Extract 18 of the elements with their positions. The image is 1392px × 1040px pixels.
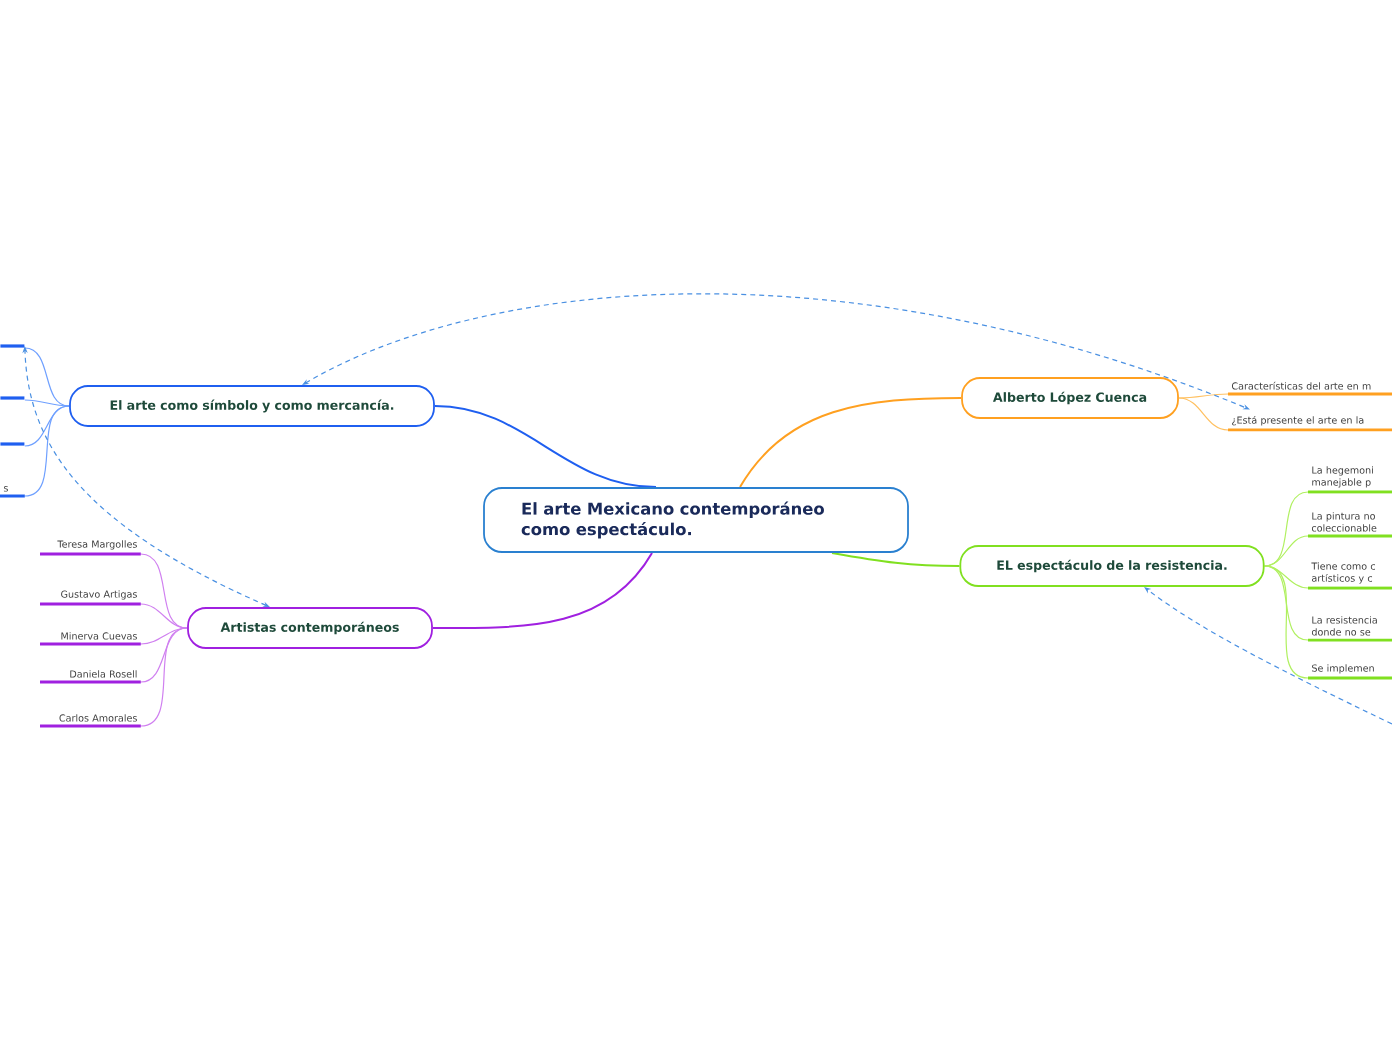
branch-line <box>24 405 70 447</box>
branch-line <box>831 551 961 567</box>
central-topic-box: El arte Mexicano contemporáneo como espectáculo. <box>483 487 909 553</box>
branch-line <box>1178 393 1229 399</box>
branch-line <box>140 627 188 727</box>
branch-line <box>1264 565 1309 679</box>
branch-line <box>1264 535 1309 567</box>
branch-line <box>24 347 70 407</box>
relationship-arrow <box>302 293 1250 410</box>
branch-line <box>431 551 653 629</box>
branch-line <box>433 405 657 489</box>
branch-line <box>24 405 70 497</box>
branch-line <box>739 397 963 489</box>
branch-line <box>140 603 188 629</box>
branch-line <box>24 399 70 407</box>
branch-line <box>140 553 188 629</box>
branch-line <box>1178 397 1229 431</box>
branch-line <box>140 627 188 683</box>
